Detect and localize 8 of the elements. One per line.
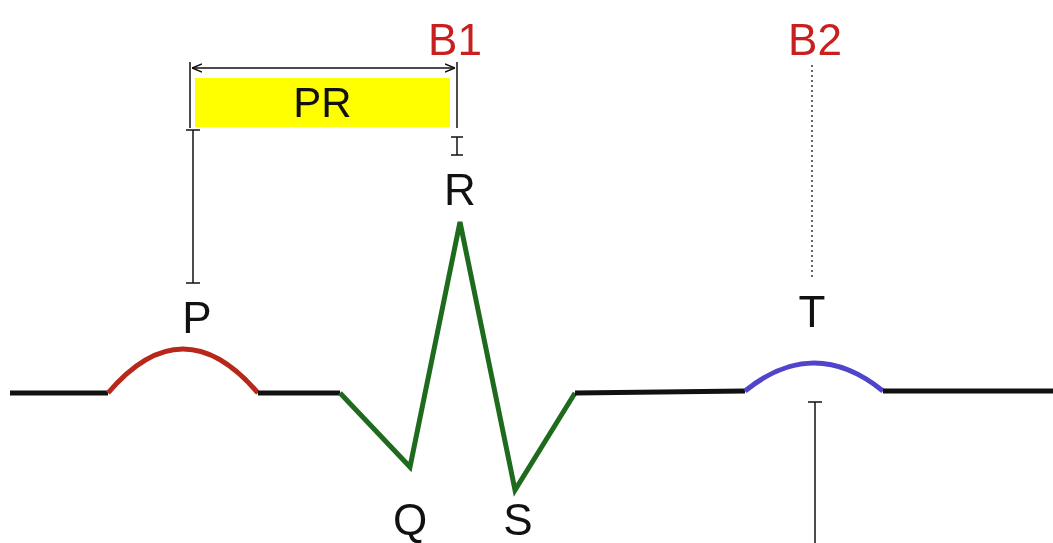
interval-bar: PR (195, 78, 450, 127)
heart-sound-label: B1 (428, 18, 482, 62)
wave-label: S (503, 498, 533, 542)
wave-label: Q (392, 498, 428, 542)
wave-label: T (798, 290, 826, 334)
wave-label: P (182, 296, 212, 340)
heart-sound-label: B2 (788, 18, 842, 62)
wave-label: R (444, 168, 476, 212)
